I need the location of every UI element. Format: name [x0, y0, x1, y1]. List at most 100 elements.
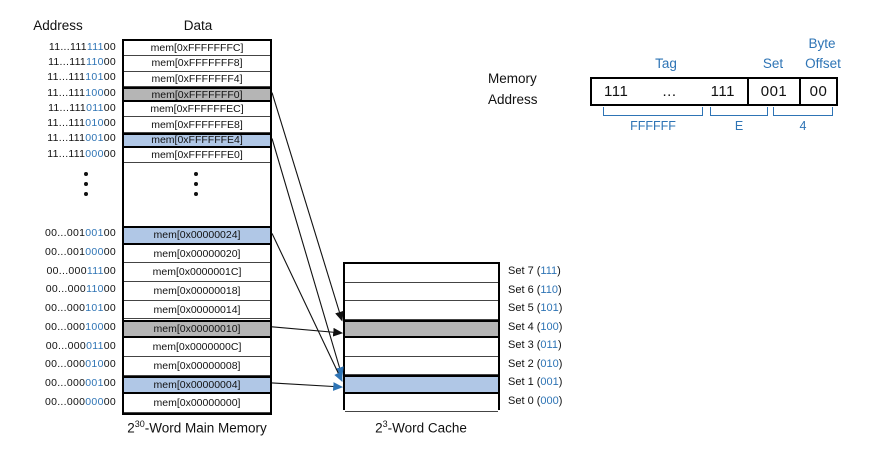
cache-box [343, 262, 500, 412]
address-offset-bits: 00 [103, 147, 116, 160]
offset-field-label: Offset [805, 56, 841, 71]
memory-data-row: mem[0xFFFFFFE4] [124, 132, 270, 149]
address-prefix-bits: 11...111 [48, 55, 87, 68]
memory-data-row: mem[0xFFFFFFEC] [124, 102, 270, 118]
set-bits-value: 101 [540, 302, 559, 315]
tag-bits-low: 111 [710, 83, 735, 100]
address-set-bits: 010 [85, 358, 104, 371]
address-set-bits: 000 [85, 246, 104, 259]
vertical-ellipsis-icon [84, 172, 88, 196]
address-offset-bits: 00 [103, 339, 116, 352]
address-prefix-bits: 00...001 [44, 227, 86, 240]
memory-address-field-box: 111 ... 111 001 00 [590, 77, 838, 106]
address-set-bits: 001 [85, 227, 104, 240]
memory-data-cell: mem[0x0000000C] [152, 341, 242, 354]
address-prefix-bits: 11...111 [47, 71, 86, 84]
set-name: Set 4 ( [508, 320, 541, 333]
cache-row [345, 356, 498, 375]
memory-data-row: mem[0x00000024] [124, 226, 270, 245]
set-paren-close: ) [558, 376, 563, 389]
address-prefix-bits: 00...001 [44, 246, 86, 259]
memory-data-cell: mem[0xFFFFFFE0] [151, 149, 243, 162]
cache-set-label: Set 2 (010) [508, 355, 562, 374]
set-name: Set 6 ( [508, 283, 541, 296]
address-set-bits: 011 [86, 101, 104, 114]
memory-address-label-line2: Address [488, 92, 538, 107]
set-name: Set 5 ( [508, 302, 541, 315]
memory-data-row: mem[0x0000001C] [124, 263, 270, 283]
cache-caption: 23-Word Cache [375, 419, 467, 436]
memory-data-row: mem[0x00000004] [124, 375, 270, 395]
address-set-bits: 100 [85, 86, 104, 99]
address-offset-bits: 00 [103, 71, 116, 84]
memory-data-cell: mem[0x00000018] [153, 284, 241, 297]
address-set-bits: 110 [86, 283, 104, 296]
hex-value-tag: FFFFFF [630, 119, 676, 133]
cache-set-label: Set 3 (011) [508, 336, 562, 355]
memory-data-cell: mem[0x00000004] [153, 378, 241, 391]
hex-bracket-middle [710, 107, 768, 116]
address-set-bits: 011 [86, 339, 104, 352]
address-prefix-bits: 11...111 [47, 117, 86, 130]
memory-data-cell: mem[0xFFFFFFF0] [151, 88, 243, 101]
memory-data-cell: mem[0x00000020] [153, 247, 241, 260]
address-column-header: Address [33, 18, 83, 33]
address-prefix-bits: 00...000 [44, 395, 86, 408]
set-name: Set 2 ( [508, 357, 541, 370]
memory-data-row: mem[0x00000010] [124, 319, 270, 339]
memory-data-cell: mem[0xFFFFFFF4] [151, 72, 243, 85]
memory-data-row: mem[0xFFFFFFF8] [124, 56, 270, 72]
address-prefix-bits: 00...000 [44, 302, 86, 315]
set-bits-value: 010 [540, 357, 559, 370]
memory-data-row: mem[0xFFFFFFE0] [124, 148, 270, 164]
memory-data-row: mem[0x00000008] [124, 356, 270, 376]
set-paren-close: ) [557, 339, 562, 352]
tag-field: 111 ... 111 [592, 79, 749, 104]
address-prefix-bits: 00...000 [46, 264, 87, 277]
set-bits-value: 100 [540, 320, 559, 333]
set-bits-value: 000 [540, 394, 559, 407]
address-offset-bits: 00 [103, 132, 116, 145]
address-set-bits: 101 [85, 302, 104, 315]
set-paren-close: ) [557, 283, 562, 296]
address-set-bits: 111 [86, 40, 104, 53]
address-offset-bits: 00 [103, 101, 116, 114]
memory-data-cell: mem[0x00000010] [153, 322, 241, 335]
cache-row [345, 375, 498, 394]
mapping-arrow [271, 326, 344, 337]
hex-value-low: 4 [799, 119, 807, 133]
address-set-bits: 000 [85, 147, 104, 160]
set-paren-close: ) [558, 302, 563, 315]
address-prefix-bits: 00...000 [44, 376, 86, 389]
main-memory-caption: 230-Word Main Memory [127, 419, 267, 436]
memory-data-cell: mem[0xFFFFFFE4] [151, 134, 243, 147]
set-paren-close: ) [558, 394, 563, 407]
memory-data-row: mem[0xFFFFFFE8] [124, 117, 270, 133]
set-field: 001 [749, 79, 801, 104]
set-paren-close: ) [558, 320, 563, 333]
address-set-bits: 010 [85, 117, 104, 130]
tag-bits-ellipsis: ... [662, 83, 677, 100]
set-paren-close: ) [558, 357, 563, 370]
cache-row [345, 319, 498, 338]
address-offset-bits: 00 [103, 55, 116, 68]
set-name: Set 7 ( [508, 265, 541, 278]
address-prefix-bits: 00...000 [44, 320, 86, 333]
address-set-bits: 000 [85, 395, 104, 408]
data-column-header: Data [183, 18, 213, 33]
address-offset-bits: 00 [103, 395, 116, 408]
set-bits-value: 001 [540, 376, 559, 389]
memory-data-row: mem[0xFFFFFFFC] [124, 41, 270, 57]
hex-bracket-low [773, 107, 833, 116]
mapping-arrow [271, 233, 343, 382]
